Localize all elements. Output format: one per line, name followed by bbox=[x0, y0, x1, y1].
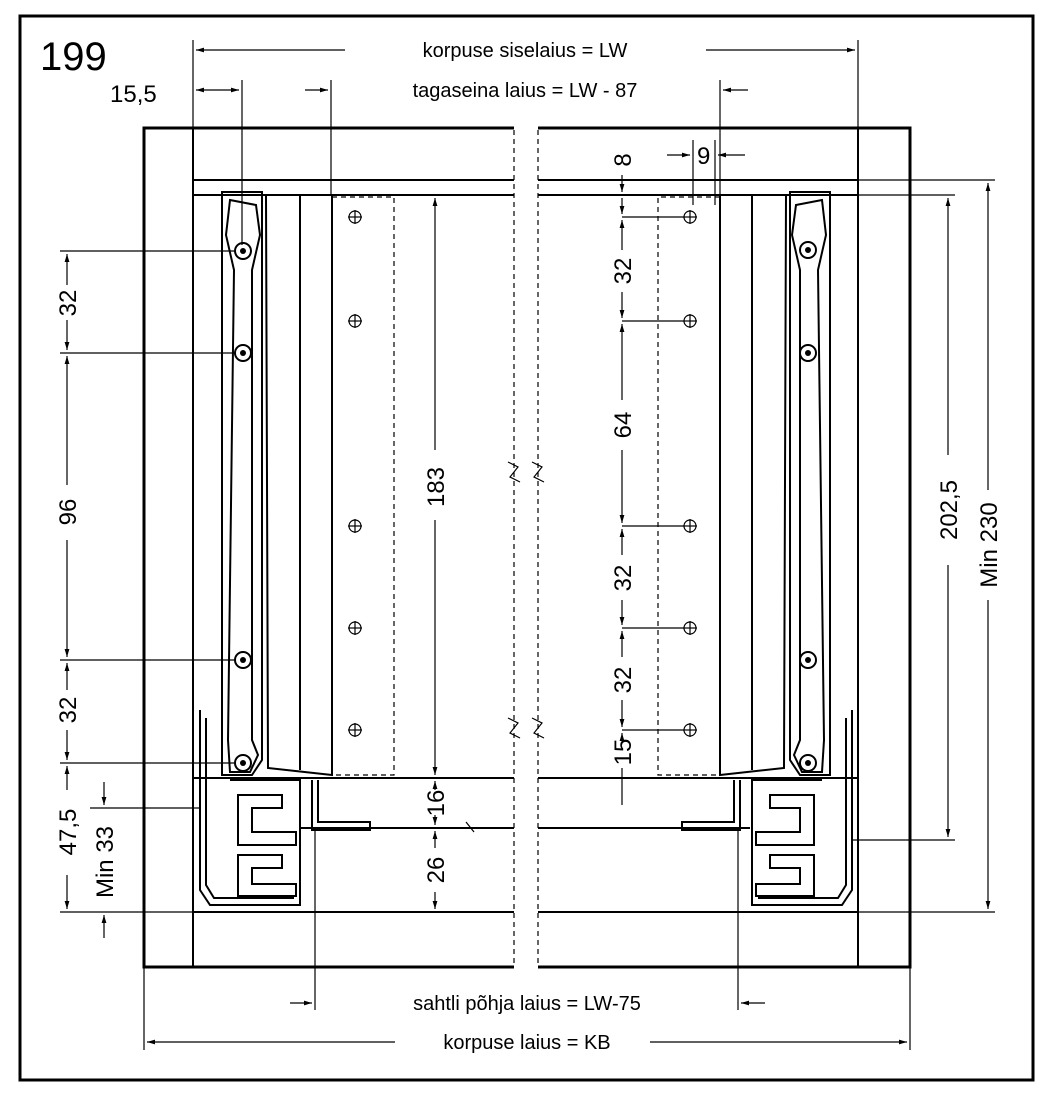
dim-15-5: 15,5 bbox=[110, 81, 157, 108]
carcass-left bbox=[142, 126, 514, 969]
dim-9: 9 bbox=[697, 143, 710, 170]
dim-right-202-5: 202,5 bbox=[936, 480, 963, 540]
left-back-holes bbox=[348, 210, 362, 737]
back-wall-right bbox=[657, 196, 720, 776]
dim-left-96: 96 bbox=[55, 499, 82, 526]
back-wall-width-label: tagaseina laius = LW - 87 bbox=[413, 80, 638, 102]
carcass-width-dimension: korpuse laius = KB bbox=[143, 967, 911, 1054]
dim-right-15: 15 bbox=[610, 739, 637, 766]
dim-center-183: 183 bbox=[423, 467, 450, 507]
carcass-right bbox=[538, 126, 912, 969]
drawing-number: 199 bbox=[40, 35, 107, 79]
dim-left-32-top: 32 bbox=[55, 290, 82, 317]
inner-width-label: korpuse siselaius = LW bbox=[423, 40, 628, 62]
right-runner-holes bbox=[799, 241, 817, 772]
drawing-frame bbox=[18, 14, 1035, 1082]
left-dimension-chain: 32 96 32 47,5 Min 33 bbox=[55, 250, 236, 938]
left-runner-holes bbox=[234, 242, 252, 772]
break-lines bbox=[507, 130, 545, 965]
dim-right-8: 8 bbox=[610, 153, 637, 166]
back-wall-width-dimension: 15,5 tagaseina laius = LW - 87 bbox=[110, 80, 748, 245]
right-runner bbox=[681, 191, 853, 906]
carcass-width-label: korpuse laius = KB bbox=[443, 1032, 610, 1054]
dim-center-16: 16 bbox=[423, 790, 450, 817]
dim-center-26: 26 bbox=[423, 857, 450, 884]
drawer-bottom-width-dimension: sahtli põhja laius = LW-75 bbox=[290, 828, 765, 1015]
right-height-dimensions: 202,5 Min 230 bbox=[830, 179, 1003, 913]
dim-left-32-bottom: 32 bbox=[55, 697, 82, 724]
back-wall-left bbox=[332, 196, 395, 776]
left-runner bbox=[199, 191, 371, 906]
dim-right-32-a: 32 bbox=[610, 258, 637, 285]
center-dimension-chain: 183 16 26 bbox=[423, 198, 475, 909]
drawer-bottom-width-label: sahtli põhja laius = LW-75 bbox=[413, 993, 641, 1015]
dim-left-min33: Min 33 bbox=[92, 826, 119, 898]
right-hole-dimension-chain: 8 32 64 32 32 15 bbox=[610, 153, 684, 805]
dim-left-47-5: 47,5 bbox=[55, 809, 82, 856]
right-back-holes bbox=[683, 210, 697, 737]
dim-right-32-b: 32 bbox=[610, 565, 637, 592]
dim-right-64: 64 bbox=[610, 412, 637, 439]
dim-right-32-c: 32 bbox=[610, 667, 637, 694]
inner-width-dimension: korpuse siselaius = LW bbox=[192, 40, 859, 180]
dim-right-min230: Min 230 bbox=[976, 502, 1003, 587]
